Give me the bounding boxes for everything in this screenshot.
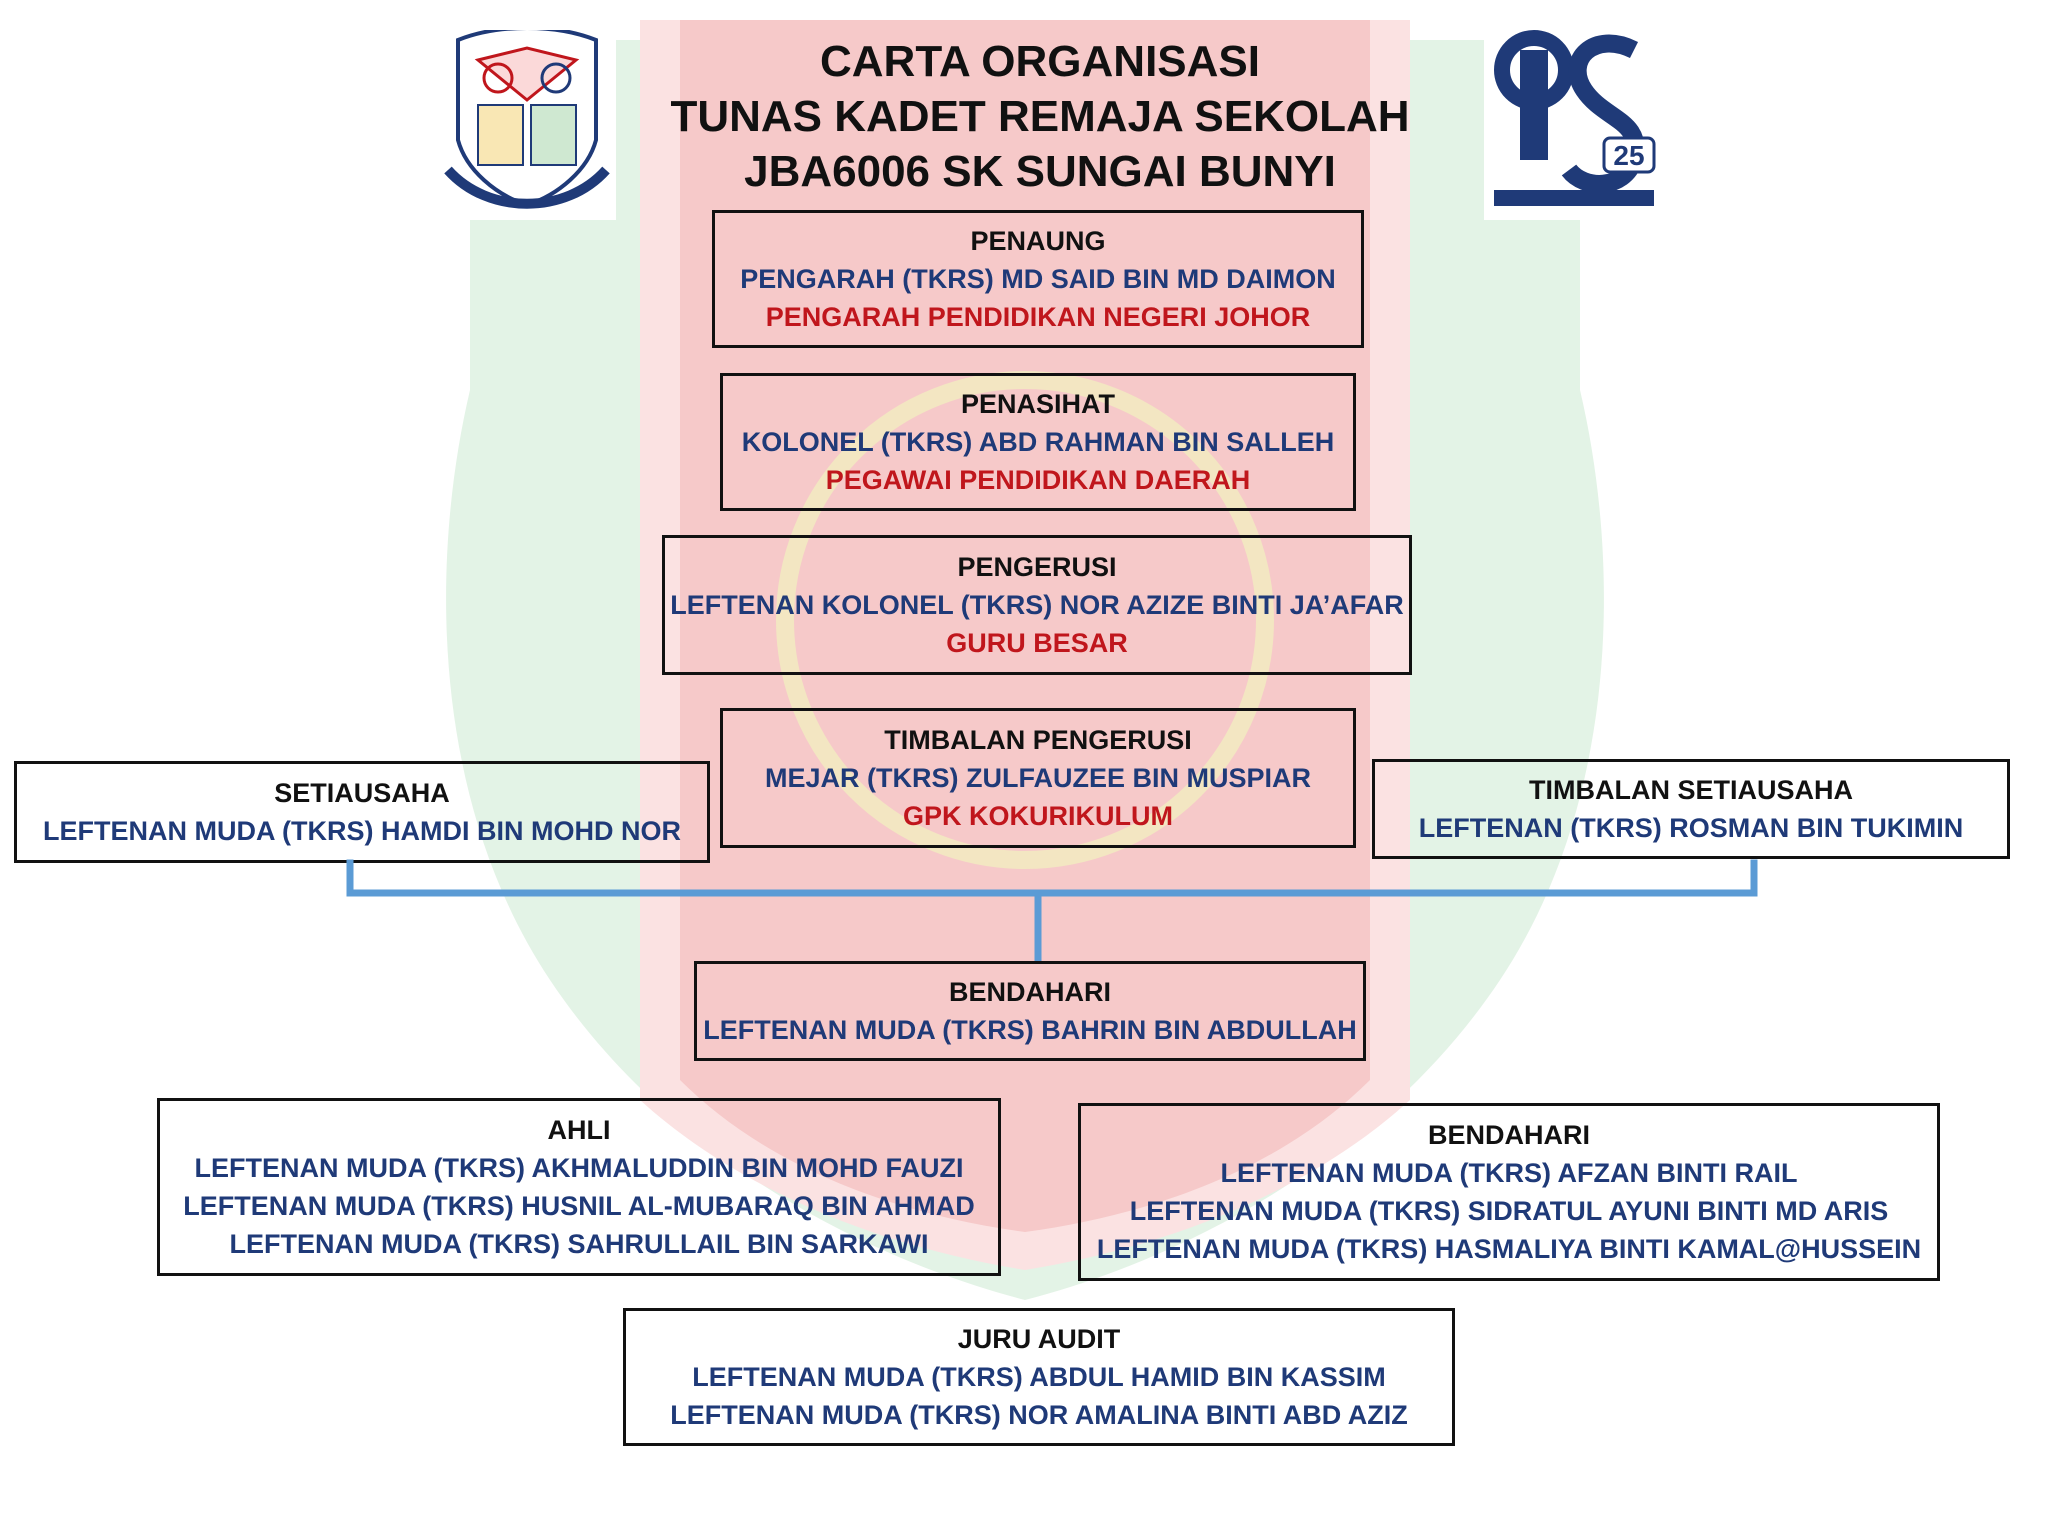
penaung-name: PENGARAH (TKRS) MD SAID BIN MD DAIMON: [740, 264, 1336, 294]
ahli-member-3: LEFTENAN MUDA (TKRS) SAHRULLAIL BIN SARK…: [229, 1229, 929, 1259]
timbalan-pengerusi-role: GPK KOKURIKULUM: [903, 801, 1173, 831]
setiausaha-heading: SETIAUSAHA: [274, 778, 450, 808]
pengerusi-box: PENGERUSI LEFTENAN KOLONEL (TKRS) NOR AZ…: [662, 535, 1412, 675]
bendahari-2-member-1: LEFTENAN MUDA (TKRS) AFZAN BINTI RAIL: [1220, 1158, 1798, 1188]
pengerusi-role: GURU BESAR: [946, 628, 1128, 658]
penaung-box: PENAUNG PENGARAH (TKRS) MD SAID BIN MD D…: [712, 210, 1364, 348]
setiausaha-box: SETIAUSAHA LEFTENAN MUDA (TKRS) HAMDI BI…: [14, 761, 710, 863]
juru-audit-heading: JURU AUDIT: [957, 1324, 1121, 1354]
penasihat-role: PEGAWAI PENDIDIKAN DAERAH: [825, 465, 1251, 495]
penasihat-box: PENASIHAT KOLONEL (TKRS) ABD RAHMAN BIN …: [720, 373, 1356, 511]
penaung-role: PENGARAH PENDIDIKAN NEGERI JOHOR: [765, 302, 1311, 332]
penasihat-heading: PENASIHAT: [960, 389, 1115, 419]
timbalan-pengerusi-box: TIMBALAN PENGERUSI MEJAR (TKRS) ZULFAUZE…: [720, 708, 1356, 848]
setiausaha-name: LEFTENAN MUDA (TKRS) HAMDI BIN MOHD NOR: [43, 816, 681, 846]
bendahari-2-member-3: LEFTENAN MUDA (TKRS) HASMALIYA BINTI KAM…: [1096, 1234, 1922, 1264]
penasihat-name: KOLONEL (TKRS) ABD RAHMAN BIN SALLEH: [741, 427, 1335, 457]
pengerusi-name: LEFTENAN KOLONEL (TKRS) NOR AZIZE BINTI …: [670, 590, 1404, 620]
bendahari-box: BENDAHARI LEFTENAN MUDA (TKRS) BAHRIN BI…: [694, 961, 1366, 1061]
ahli-box: AHLI LEFTENAN MUDA (TKRS) AKHMALUDDIN BI…: [157, 1098, 1001, 1276]
bendahari-2-member-2: LEFTENAN MUDA (TKRS) SIDRATUL AYUNI BINT…: [1129, 1196, 1889, 1226]
bendahari-name: LEFTENAN MUDA (TKRS) BAHRIN BIN ABDULLAH: [703, 1015, 1357, 1045]
title-line-1: CARTA ORGANISASI: [820, 37, 1260, 86]
ahli-heading: AHLI: [547, 1115, 611, 1145]
ahli-member-2: LEFTENAN MUDA (TKRS) HUSNIL AL-MUBARAQ B…: [183, 1191, 975, 1221]
ts25-logo-number: 25: [1613, 140, 1644, 171]
ts25-logo: 25: [1484, 20, 1664, 220]
title-line-3: JBA6006 SK SUNGAI BUNYI: [744, 147, 1336, 196]
timbalan-setiausaha-heading: TIMBALAN SETIAUSAHA: [1529, 775, 1853, 805]
timbalan-pengerusi-heading: TIMBALAN PENGERUSI: [884, 725, 1192, 755]
juru-audit-box: JURU AUDIT LEFTENAN MUDA (TKRS) ABDUL HA…: [623, 1308, 1455, 1446]
timbalan-setiausaha-box: TIMBALAN SETIAUSAHA LEFTENAN (TKRS) ROSM…: [1372, 759, 2010, 859]
bendahari-heading: BENDAHARI: [949, 977, 1111, 1007]
juru-audit-member-2: LEFTENAN MUDA (TKRS) NOR AMALINA BINTI A…: [670, 1400, 1408, 1430]
bendahari-2-box: BENDAHARI LEFTENAN MUDA (TKRS) AFZAN BIN…: [1078, 1103, 1940, 1281]
penaung-heading: PENAUNG: [970, 226, 1106, 256]
ahli-member-1: LEFTENAN MUDA (TKRS) AKHMALUDDIN BIN MOH…: [194, 1153, 964, 1183]
timbalan-pengerusi-name: MEJAR (TKRS) ZULFAUZEE BIN MUSPIAR: [765, 763, 1311, 793]
bendahari-2-heading: BENDAHARI: [1428, 1120, 1590, 1150]
juru-audit-member-1: LEFTENAN MUDA (TKRS) ABDUL HAMID BIN KAS…: [692, 1362, 1386, 1392]
page-title: CARTA ORGANISASI TUNAS KADET REMAJA SEKO…: [640, 34, 1440, 199]
title-line-2: TUNAS KADET REMAJA SEKOLAH: [670, 92, 1410, 141]
timbalan-setiausaha-name: LEFTENAN (TKRS) ROSMAN BIN TUKIMIN: [1418, 813, 1964, 843]
pengerusi-heading: PENGERUSI: [957, 552, 1117, 582]
